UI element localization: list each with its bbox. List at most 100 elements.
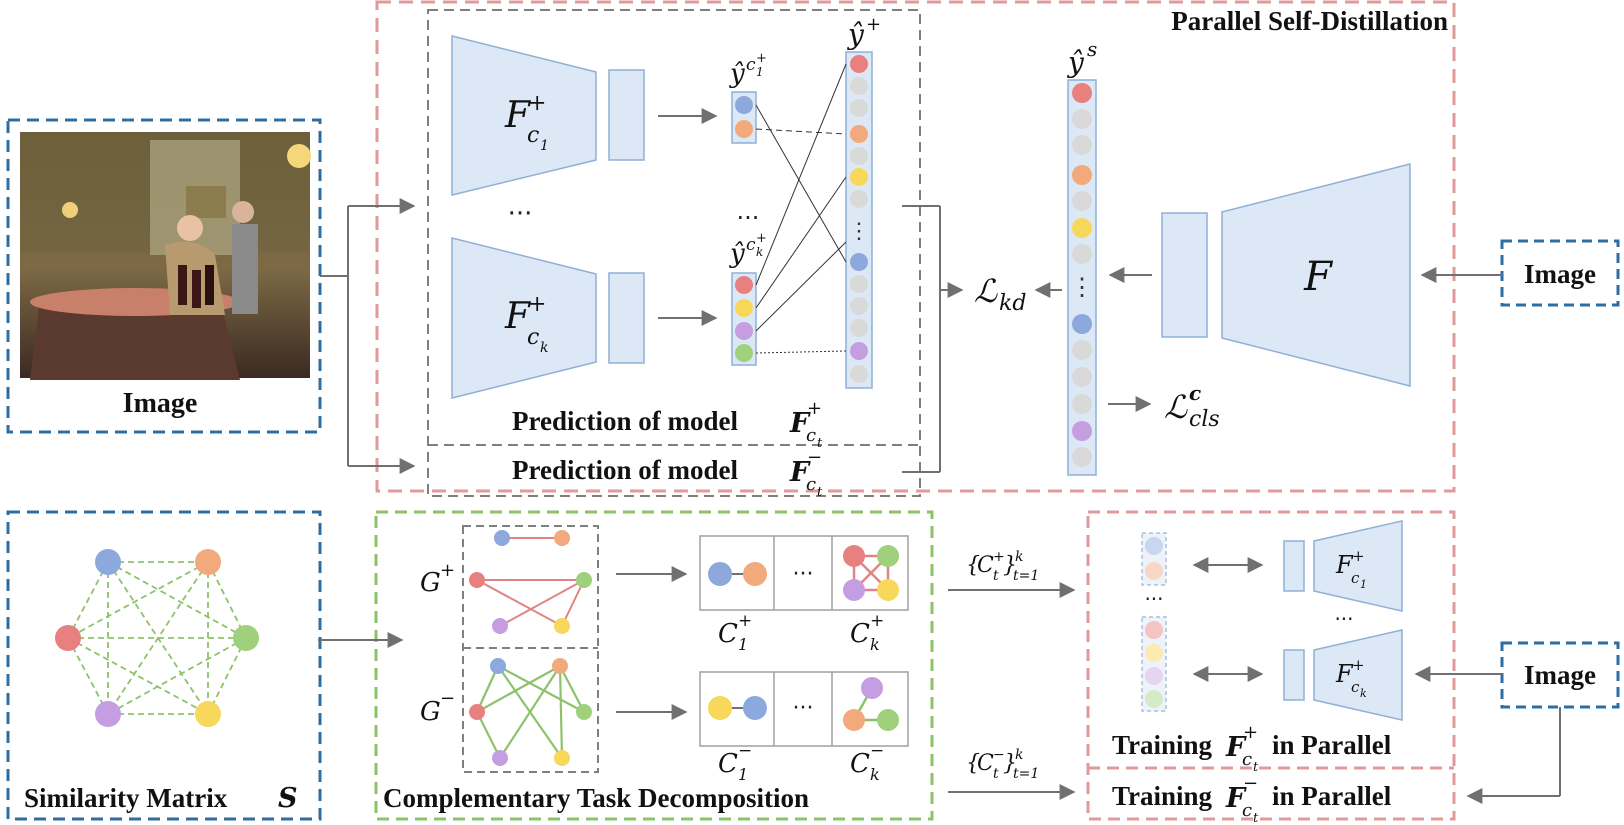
svg-text:+: +: [870, 611, 884, 631]
svg-text:ŷ: ŷ: [1066, 46, 1085, 79]
graph-G-minus: [469, 658, 592, 766]
image-to-predictions-connector: [320, 198, 416, 474]
svg-text:c: c: [527, 325, 539, 350]
task-decomposition-label: Complementary Task Decomposition: [383, 783, 809, 813]
svg-text:}: }: [1003, 553, 1017, 578]
set-C-minus-label: { C − t } k t=1: [966, 747, 1039, 782]
dining-room-photo: [20, 132, 311, 380]
mapping-lines: [755, 63, 847, 354]
svg-text:t: t: [993, 766, 999, 782]
network-F-ck-plus: F + c k: [451, 237, 645, 399]
svg-text:⋮: ⋮: [1070, 275, 1094, 301]
loss-kd: ℒ kd: [974, 272, 1026, 316]
svg-text:Prediction of model: Prediction of model: [512, 455, 738, 485]
svg-text:k: k: [756, 245, 763, 259]
svg-text:F: F: [1225, 732, 1247, 763]
svg-text:}: }: [1003, 751, 1017, 776]
prediction-pos-label: Prediction of model F + c t: [512, 398, 823, 451]
svg-text:c: c: [1351, 678, 1360, 696]
svg-text:F: F: [789, 408, 811, 439]
svg-text:+: +: [1352, 656, 1365, 674]
y-plus-label: ŷ +: [846, 14, 881, 51]
svg-text:in Parallel: in Parallel: [1272, 730, 1392, 760]
svg-text:F: F: [504, 95, 532, 136]
svg-text:F: F: [1303, 254, 1333, 300]
similarity-matrix-label: Similarity Matrix S: [24, 783, 298, 814]
svg-text:kd: kd: [999, 291, 1026, 316]
network-F: F: [1161, 163, 1411, 387]
cliques-minus-box: ···: [699, 671, 909, 747]
image-to-training-neg-connector: [1466, 707, 1561, 804]
svg-text:Training: Training: [1112, 730, 1213, 760]
training-network-ck: F + c k: [1283, 629, 1403, 721]
image-left-label: Image: [123, 388, 198, 419]
prediction-neg-label: Prediction of model F − c t: [512, 447, 823, 500]
C1-plus-label: C + 1: [718, 611, 752, 654]
svg-text:C: C: [718, 749, 738, 779]
svg-text:+: +: [756, 51, 767, 66]
svg-text:c: c: [527, 123, 539, 148]
svg-text:c: c: [806, 474, 816, 495]
svg-text:c: c: [1189, 381, 1201, 405]
svg-text:1: 1: [1360, 578, 1367, 591]
svg-text:1: 1: [540, 138, 549, 154]
training-label-column-1: [1141, 532, 1167, 586]
svg-text:Prediction of model: Prediction of model: [512, 406, 738, 436]
svg-text:t: t: [1253, 760, 1259, 775]
similarity-graph: [55, 549, 259, 727]
set-C-plus-label: { C + t } k t=1: [966, 549, 1039, 584]
svg-text:−: −: [870, 741, 884, 761]
svg-text:+: +: [866, 14, 881, 35]
training-pos-label: Training F + c t in Parallel: [1112, 722, 1392, 775]
svg-text:c: c: [1242, 749, 1252, 770]
svg-text:G: G: [420, 697, 441, 727]
svg-text:cls: cls: [1189, 407, 1220, 432]
svg-text:F: F: [1225, 783, 1247, 814]
y-s-label: ŷ s: [1066, 37, 1097, 79]
svg-text:k: k: [540, 340, 548, 356]
svg-text:+: +: [528, 292, 546, 317]
svg-text:t: t: [993, 568, 999, 584]
svg-text:+: +: [807, 398, 822, 419]
svg-text:−: −: [993, 747, 1005, 763]
predictions-to-loss-connector: [902, 205, 964, 473]
svg-text:t: t: [817, 436, 823, 451]
svg-text:C: C: [850, 619, 870, 649]
svg-text:+: +: [756, 231, 767, 246]
training-label-column-k: [1141, 616, 1167, 712]
svg-text:−: −: [440, 688, 455, 709]
svg-text:−: −: [738, 741, 752, 761]
G-minus-label: G −: [420, 688, 455, 727]
svg-text:C: C: [977, 751, 994, 776]
svg-text:ŷ: ŷ: [729, 59, 745, 89]
svg-text:S: S: [278, 783, 298, 814]
svg-text:F: F: [504, 296, 532, 337]
svg-text:C: C: [850, 749, 870, 779]
svg-text:Training: Training: [1112, 781, 1213, 811]
svg-text:F: F: [789, 457, 811, 488]
svg-text:F: F: [1335, 660, 1354, 688]
cliques-plus-box: ···: [699, 535, 909, 611]
svg-text:k: k: [870, 765, 880, 784]
svg-text:+: +: [440, 560, 455, 581]
svg-text:c: c: [746, 235, 756, 255]
training-parallel-box: [1086, 510, 1456, 821]
svg-text:⋮: ⋮: [848, 218, 870, 243]
image-right-top-box: [1500, 239, 1620, 307]
similarity-matrix-box: [6, 510, 322, 821]
svg-text:t=1: t=1: [1013, 766, 1039, 782]
svg-text:1: 1: [738, 765, 748, 784]
svg-text:c: c: [746, 55, 756, 75]
yc1-label: ŷ c + 1: [729, 51, 767, 89]
training-network-c1: F + c 1: [1283, 520, 1403, 612]
svg-text:c: c: [1351, 569, 1360, 587]
svg-text:+: +: [738, 611, 752, 631]
ellipsis-predictions: ···: [737, 204, 760, 232]
parallel-self-distillation-label: Parallel Self-Distillation: [1171, 6, 1448, 36]
svg-text:−: −: [1243, 773, 1258, 794]
C1-minus-label: C − 1: [718, 741, 752, 784]
ellipsis-networks: ···: [508, 199, 533, 229]
network-F-c1-plus: F + c 1: [451, 35, 645, 196]
prediction-y-s-column: ⋮: [1067, 79, 1097, 476]
